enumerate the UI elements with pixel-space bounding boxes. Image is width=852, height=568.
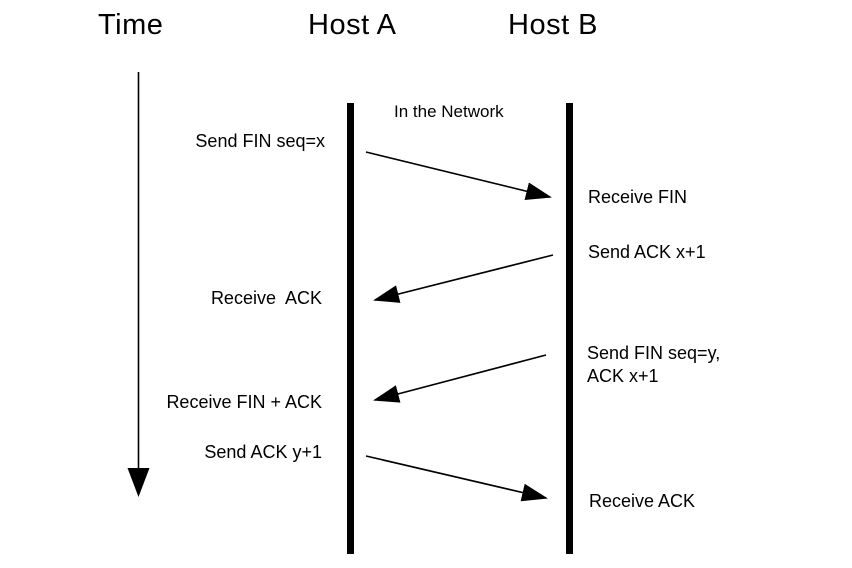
- event-receive-fin-ack-label: Receive FIN + ACK: [166, 392, 322, 412]
- event-send-ack-y-label: Send ACK y+1: [204, 442, 322, 462]
- event-receive-ack-b-label: Receive ACK: [589, 491, 696, 511]
- host-b-label: Host B: [508, 9, 599, 41]
- ack-arrow-b-to-a: [373, 254, 554, 303]
- event-send-fin-label: Send FIN seq=x: [195, 131, 325, 151]
- event-receive-ack-a-label: Receive ACK: [210, 288, 322, 308]
- network-label: In the Network: [394, 102, 504, 121]
- ack-arrow-a-to-b: [365, 455, 548, 502]
- fin-arrow-a-to-b: [365, 151, 552, 201]
- event-receive-fin-label: Receive FIN: [588, 187, 688, 207]
- host-a-label: Host A: [308, 9, 397, 41]
- event-send-fin-y-label: Send FIN seq=y, ACK x+1: [587, 343, 721, 386]
- fin-ack-arrow-b-to-a: [373, 354, 547, 403]
- time-label: Time: [98, 9, 164, 41]
- event-send-ack-x-label: Send ACK x+1: [588, 242, 706, 262]
- time-axis-arrowhead-icon: [127, 468, 150, 497]
